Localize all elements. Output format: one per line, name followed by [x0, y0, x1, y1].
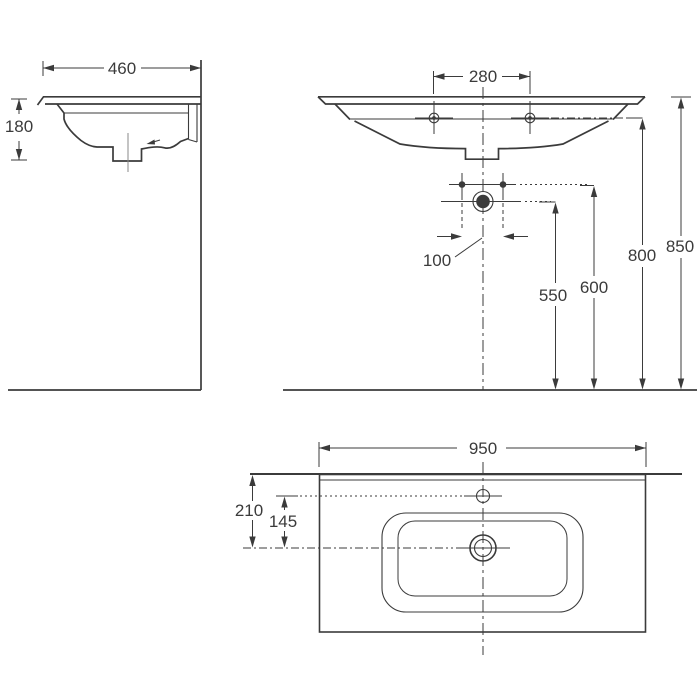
dim-800-label: 800	[628, 246, 656, 265]
dim-tap-height: 800	[628, 117, 656, 390]
basin-bowl-outline	[354, 120, 609, 161]
arrowhead-right	[190, 64, 201, 72]
arrowhead-left	[319, 444, 330, 452]
dim-line	[433, 71, 531, 94]
arrowhead-right	[451, 233, 462, 240]
dim-drain-height: 550	[539, 201, 567, 390]
front-basin-profile	[317, 95, 646, 161]
arrowhead-left	[433, 73, 445, 80]
bolt-extension-dashed	[461, 196, 504, 231]
dim-bolt-spacing: 100	[423, 233, 528, 270]
arrowhead-down	[552, 378, 559, 390]
dim-180-label: 180	[5, 117, 33, 136]
arrowhead-down	[639, 378, 646, 390]
basin-bowl-outline	[56, 103, 189, 162]
dim-950-label: 950	[469, 439, 497, 458]
overflow-arrowhead	[146, 139, 155, 145]
tap-hole-crosshair	[415, 101, 453, 134]
arrowhead-right	[635, 444, 646, 452]
arrowhead-up	[677, 97, 685, 109]
basin-rim-bar	[317, 95, 646, 105]
arrowhead-left	[503, 233, 514, 240]
arrowhead-right	[519, 73, 530, 80]
dim-rim-to-drain: 210	[235, 475, 263, 548]
arrowhead-down	[677, 378, 685, 390]
arrowhead-up	[590, 186, 598, 197]
tap-hole-plan	[464, 488, 502, 504]
arrowhead-down	[15, 149, 23, 160]
dim-850-label: 850	[666, 237, 694, 256]
wall-bracket	[187, 104, 198, 143]
arrowhead-up	[249, 475, 256, 486]
dim-210-label: 210	[235, 501, 263, 520]
drain-outlet	[441, 190, 551, 213]
front-view: 280 100 550	[283, 67, 697, 391]
dim-145-label: 145	[269, 512, 297, 531]
dim-plan-width: 950	[318, 439, 647, 467]
plan-view: 950 210 145	[235, 439, 682, 655]
dim-line	[628, 117, 643, 381]
dim-line	[318, 442, 647, 467]
tap-hole-left	[415, 101, 453, 134]
dim-rim-height: 850	[666, 96, 694, 390]
dim-line	[580, 185, 595, 381]
arrowhead-left	[43, 64, 54, 72]
arrowhead-up	[639, 118, 646, 130]
dim-bolt-height: 600	[580, 185, 608, 390]
dim-460-label: 460	[108, 59, 136, 78]
bolt-crosshairs	[449, 173, 516, 196]
basin-side-edges	[334, 103, 629, 121]
mounting-bolts	[449, 173, 589, 231]
arrowhead-up	[552, 202, 559, 214]
tap-hole-crosshair	[511, 101, 549, 134]
arrowhead-up	[281, 496, 288, 508]
arrowhead-down	[249, 536, 256, 548]
side-basin-profile	[36, 95, 201, 172]
tap-hole-right	[511, 101, 637, 134]
arrowhead-down	[281, 536, 288, 548]
basin-rim-bar	[36, 95, 201, 106]
leader-line	[454, 237, 483, 258]
dim-tap-to-drain: 145	[269, 496, 297, 548]
dim-tap-spacing: 280	[433, 67, 531, 94]
arrowhead-up	[15, 99, 23, 110]
drain-plan	[456, 534, 510, 562]
side-view: 460 180	[5, 59, 202, 391]
arrowhead-down	[590, 378, 598, 390]
dim-100-label: 100	[423, 251, 451, 270]
dim-600-label: 600	[580, 278, 608, 297]
dim-280-label: 280	[469, 67, 497, 86]
dim-side-depth: 460	[42, 59, 201, 78]
dim-side-height: 180	[5, 98, 33, 161]
dim-550-label: 550	[539, 286, 567, 305]
dim-line	[539, 201, 556, 381]
dim-line	[671, 96, 691, 381]
